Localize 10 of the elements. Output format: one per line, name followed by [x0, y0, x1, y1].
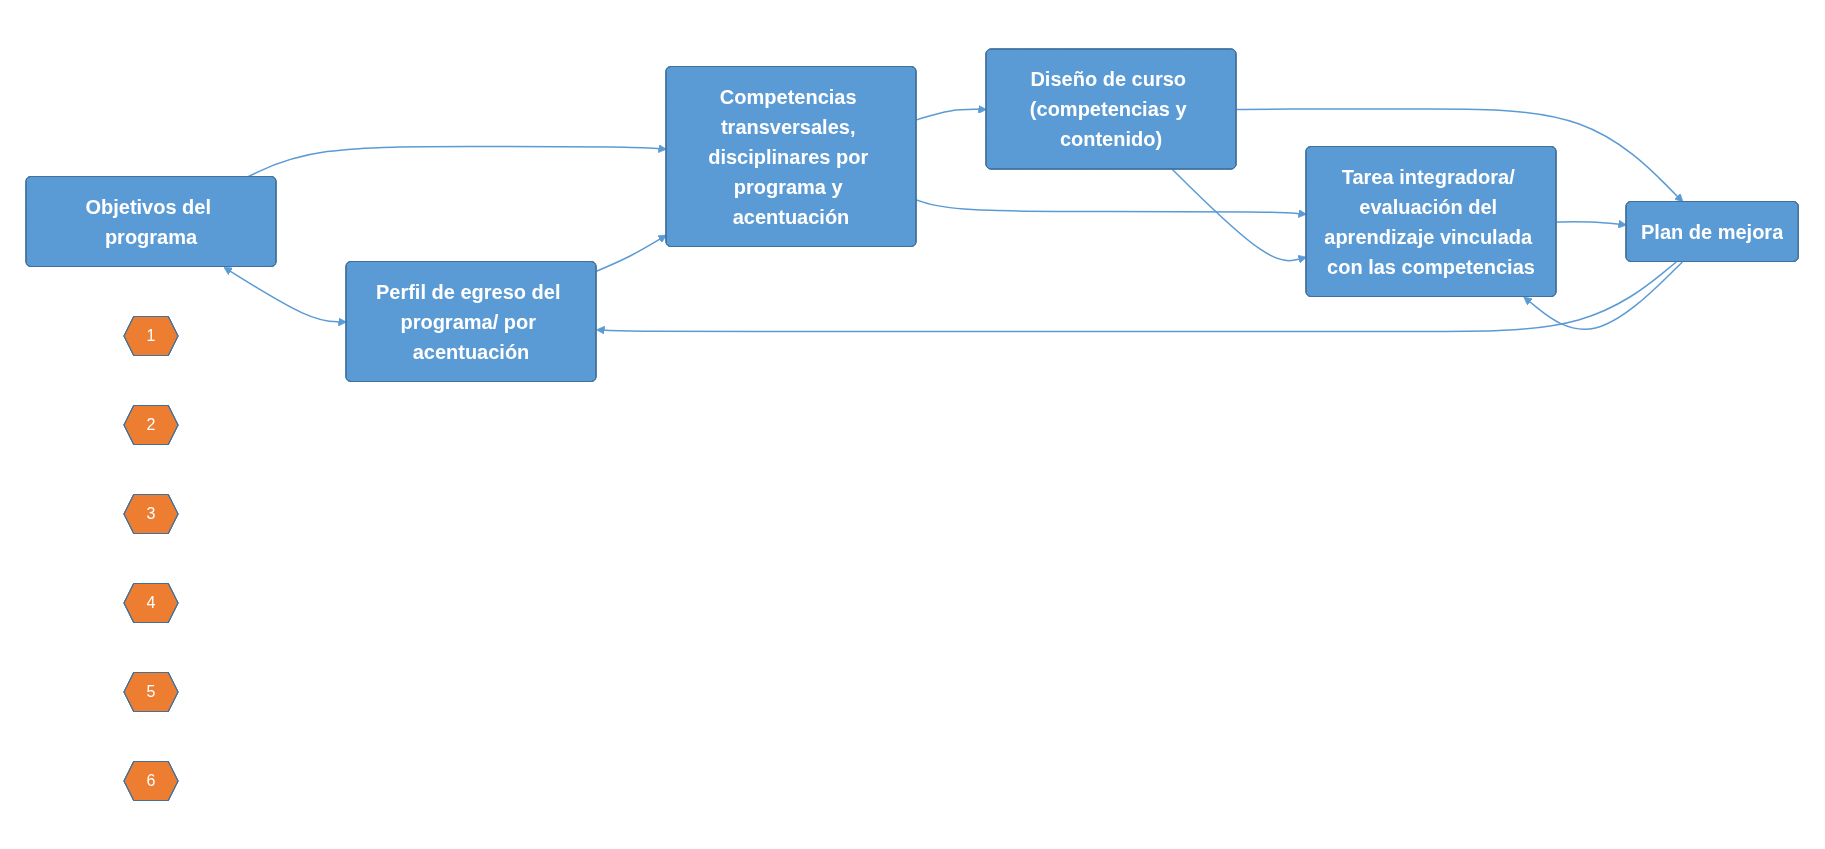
arrow	[1172, 168, 1308, 264]
arrow	[223, 266, 348, 327]
arrow	[1236, 108, 1684, 203]
arrow	[247, 143, 668, 178]
arrow	[596, 261, 1678, 335]
arrow	[916, 104, 988, 121]
arrow	[916, 198, 1308, 218]
arrow	[1523, 261, 1684, 330]
arrow	[596, 234, 668, 272]
arrow	[1556, 219, 1628, 229]
